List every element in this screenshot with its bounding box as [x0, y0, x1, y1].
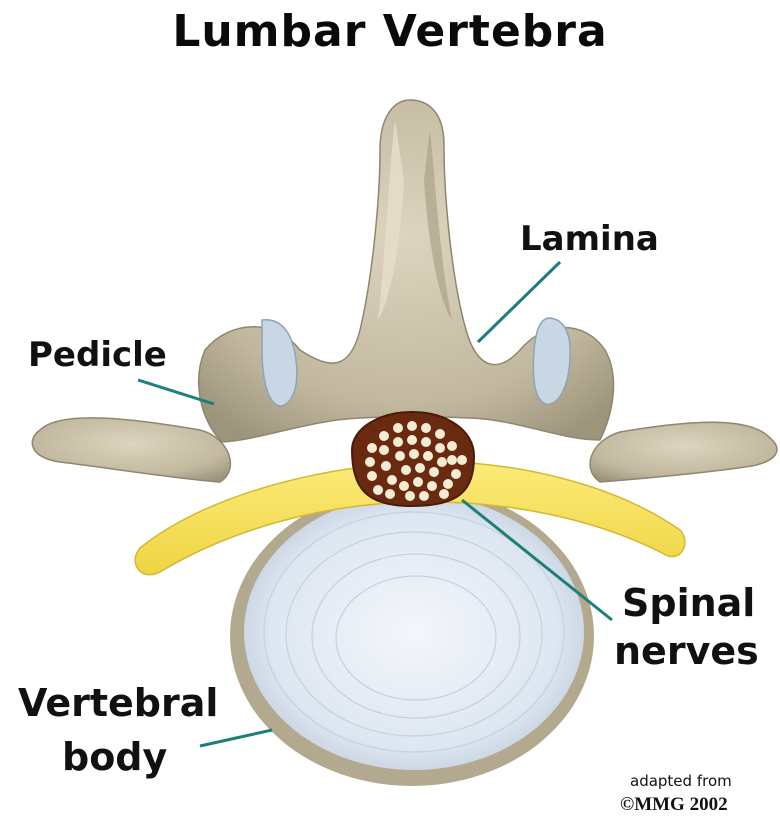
vertebral-body-leader-line [200, 730, 272, 746]
label-vertebral-body-line2: body [62, 736, 167, 780]
label-spinal-nerves-line2: nerves [614, 630, 759, 674]
credit-line-1: adapted from [630, 772, 732, 790]
right-transverse-process [590, 422, 777, 482]
left-transverse-process [32, 418, 230, 482]
vertebral-body-disc [244, 494, 584, 770]
label-lamina: Lamina [520, 220, 659, 259]
label-vertebral-body-line1: Vertebral [18, 682, 218, 726]
label-spinal-nerves-line1: Spinal [622, 582, 755, 626]
label-pedicle: Pedicle [28, 336, 167, 375]
credit-line-2: ©MMG 2002 [620, 794, 728, 816]
